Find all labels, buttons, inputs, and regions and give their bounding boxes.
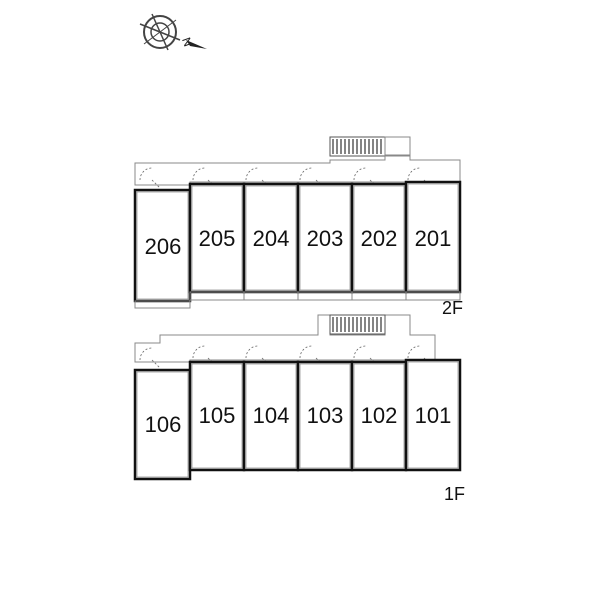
unit-202: 202	[350, 182, 408, 294]
unit-label-201: 201	[415, 226, 452, 251]
compass-north-label: N	[179, 36, 195, 49]
unit-105: 105	[188, 360, 246, 472]
unit-104: 104	[242, 360, 300, 472]
unit-101: 101	[404, 358, 462, 472]
unit-label-203: 203	[307, 226, 344, 251]
floor-1f: 106 105 104 103 102 101 1F	[133, 314, 465, 504]
unit-label-205: 205	[199, 226, 236, 251]
floor-2f: 206 205 204 203 202 201	[133, 136, 463, 318]
unit-label-206: 206	[145, 234, 182, 259]
unit-206: 206	[133, 188, 192, 303]
unit-label-202: 202	[361, 226, 398, 251]
unit-label-103: 103	[307, 403, 344, 428]
unit-label-105: 105	[199, 403, 236, 428]
floor-label-1f: 1F	[444, 484, 465, 504]
unit-205: 205	[188, 182, 246, 294]
unit-label-101: 101	[415, 403, 452, 428]
unit-label-106: 106	[145, 412, 182, 437]
stairs-2f	[329, 136, 411, 157]
compass-icon: N	[139, 13, 207, 51]
unit-201: 201	[404, 180, 462, 294]
unit-label-102: 102	[361, 403, 398, 428]
floor-label-2f: 2F	[442, 298, 463, 318]
unit-label-204: 204	[253, 226, 290, 251]
stairs-1f	[329, 314, 386, 335]
balconies-2f	[134, 291, 461, 309]
unit-102: 102	[350, 360, 408, 472]
unit-label-104: 104	[253, 403, 290, 428]
corridor-1f	[134, 314, 436, 363]
unit-103: 103	[296, 360, 354, 472]
unit-204: 204	[242, 182, 300, 294]
unit-203: 203	[296, 182, 354, 294]
corridor-2f	[134, 154, 461, 186]
unit-106: 106	[133, 368, 192, 481]
